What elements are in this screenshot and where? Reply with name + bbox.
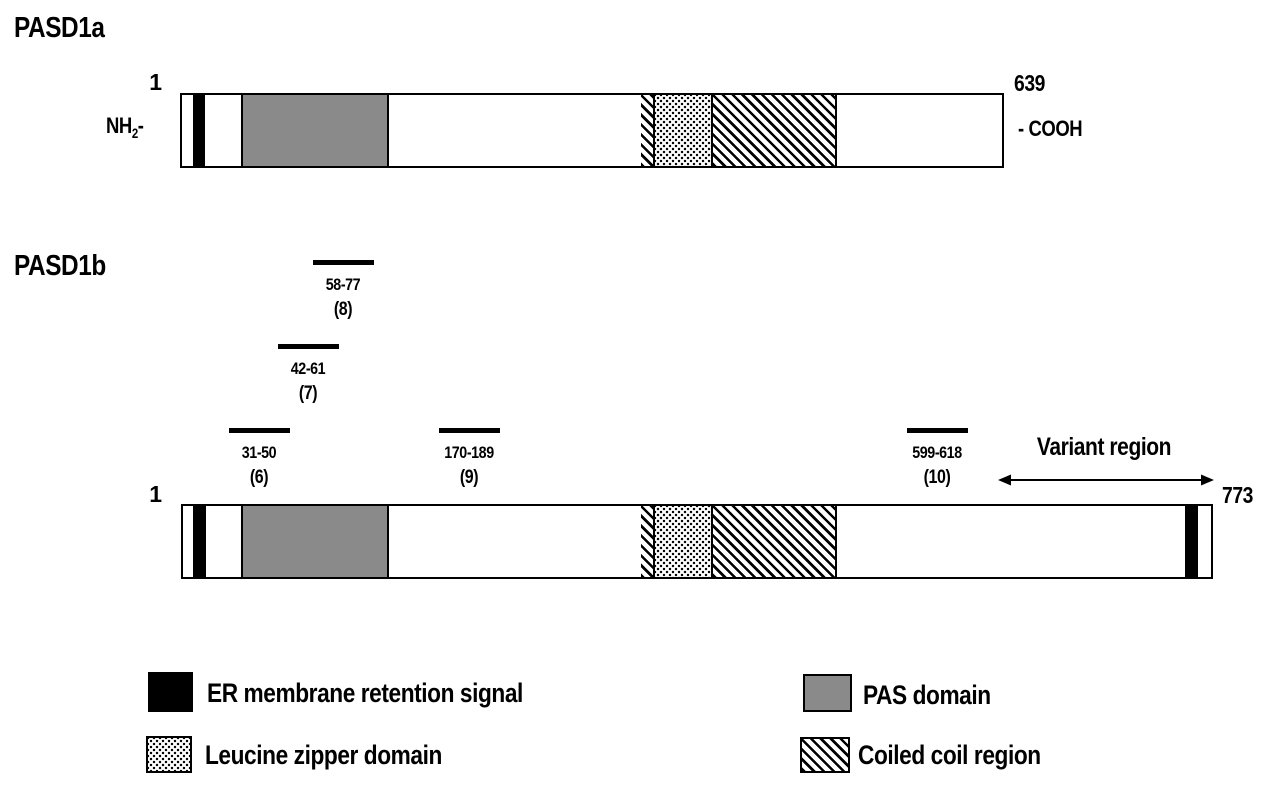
er-membrane-retention-signal-segment — [193, 506, 206, 577]
legend-swatch-pas-domain — [803, 674, 852, 712]
peptide-marker-8-range: 58-77 — [325, 275, 361, 294]
coiled-coil-region-segment-narrow — [641, 506, 653, 577]
pasd1a-start-residue: 1 — [149, 69, 162, 95]
legend-swatch-leucine-zipper-domain — [146, 736, 192, 773]
pasd1a-end-residue: 639 — [1014, 70, 1045, 96]
peptide-marker-6-bar — [228, 428, 290, 433]
pasd1b-title-text: PASD1b — [14, 250, 106, 282]
pasd1b-end-residue: 773 — [1222, 482, 1253, 508]
peptide-marker-7-bar — [277, 344, 339, 349]
legend-label-coiled-coil-region: Coiled coil region — [858, 740, 1041, 770]
legend-label-pas-domain: PAS domain — [863, 680, 991, 710]
peptide-marker-7-range: 42-61 — [290, 359, 326, 378]
peptide-marker-8-clone: (8) — [333, 299, 353, 320]
peptide-marker-7: 42-61 (7) — [238, 344, 378, 405]
er-membrane-retention-signal-segment — [193, 95, 205, 166]
peptide-marker-6-clone: (6) — [249, 467, 269, 488]
peptide-marker-9-range: 170-189 — [444, 443, 494, 462]
pasd1a-title-text: PASD1a — [14, 12, 105, 44]
legend-label-er-membrane-retention-signal: ER membrane retention signal — [207, 678, 523, 708]
peptide-marker-8-bar — [312, 260, 374, 265]
legend-label-leucine-zipper-domain: Leucine zipper domain — [205, 740, 442, 770]
legend-swatch-er-membrane-retention-signal — [148, 672, 193, 712]
peptide-marker-10-clone: (10) — [923, 467, 951, 488]
peptide-marker-9-bar — [438, 428, 500, 433]
peptide-marker-10-range: 599-618 — [912, 443, 962, 462]
peptide-marker-8: 58-77 (8) — [273, 260, 413, 321]
pasd1b-protein-bar — [181, 504, 1213, 579]
peptide-marker-9-clone: (9) — [459, 467, 479, 488]
coiled-coil-region-segment — [713, 95, 837, 166]
pasd1b-title: PASD1b — [14, 250, 123, 283]
pasd1a-c-terminus-label: - COOH — [1018, 116, 1083, 141]
er-membrane-retention-signal-segment-cterm — [1185, 506, 1198, 577]
peptide-marker-10: 599-618 (10) — [867, 428, 1007, 489]
peptide-marker-10-bar — [906, 428, 968, 433]
peptide-marker-7-clone: (7) — [298, 383, 318, 404]
peptide-marker-9: 170-189 (9) — [399, 428, 539, 489]
variant-region-arrow — [998, 474, 1214, 486]
peptide-marker-6-range: 31-50 — [241, 443, 277, 462]
peptide-marker-6: 31-50 (6) — [189, 428, 329, 489]
pasd1b-start-residue: 1 — [149, 481, 162, 507]
pasd1a-title: PASD1a — [14, 12, 122, 45]
coiled-coil-region-segment-narrow — [641, 95, 653, 166]
variant-region-label: Variant region — [1036, 433, 1172, 461]
leucine-zipper-domain-segment — [653, 95, 713, 166]
pas-domain-segment — [241, 95, 389, 166]
pasd1a-protein-bar — [180, 93, 1004, 168]
coiled-coil-region-segment — [713, 506, 837, 577]
legend-swatch-coiled-coil-region — [800, 737, 850, 773]
leucine-zipper-domain-segment — [653, 506, 713, 577]
pasd1a-n-terminus-label: NH2- — [106, 113, 144, 141]
pas-domain-segment — [241, 506, 389, 577]
